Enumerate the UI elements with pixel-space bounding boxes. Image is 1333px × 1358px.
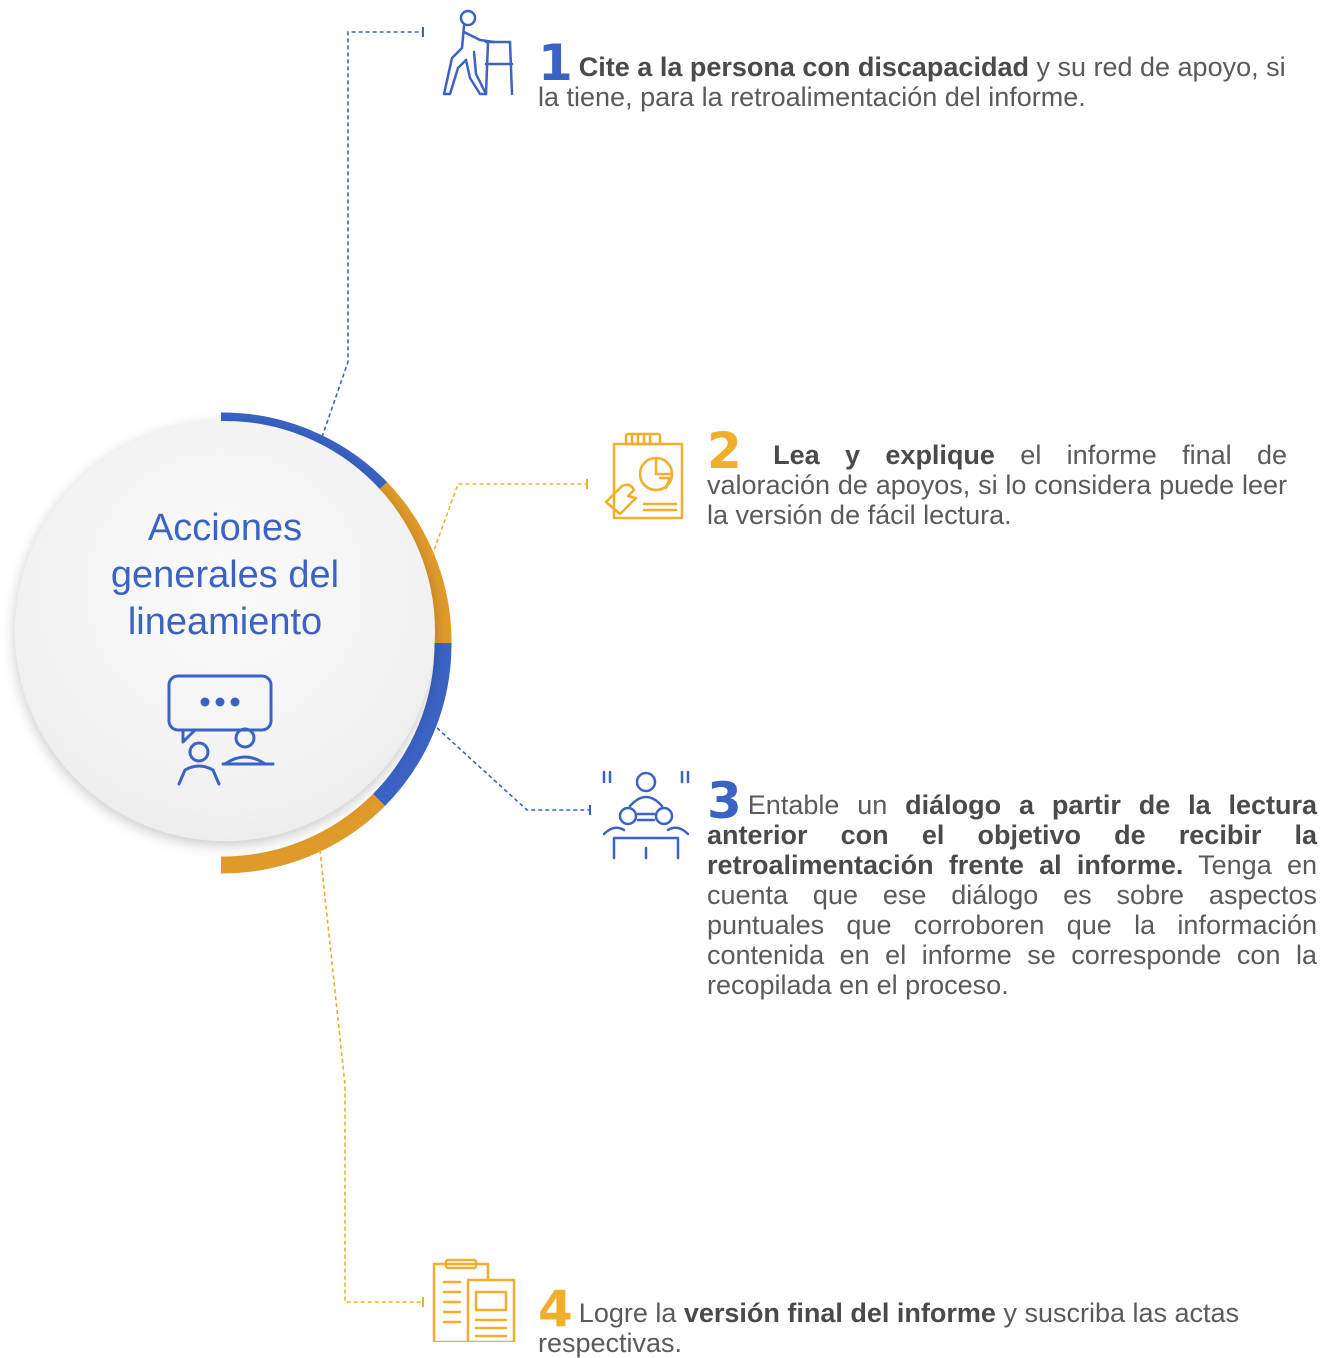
connector-4 xyxy=(319,849,423,1303)
documents-icon xyxy=(432,1258,516,1342)
step-2-text: 2 Lea y explique el informe final de val… xyxy=(707,426,1287,530)
step-2-lead xyxy=(748,440,773,470)
connector-3 xyxy=(436,727,590,811)
arc-segment-4 xyxy=(220,793,386,874)
step-4-lead: Logre la xyxy=(578,1298,684,1328)
step-2-number: 2 xyxy=(707,422,742,480)
hub-title: Acciones generales del lineamiento xyxy=(110,507,340,643)
hub-circle xyxy=(15,421,435,841)
report-chart-icon xyxy=(604,432,684,520)
connector-2 xyxy=(431,483,587,557)
connector-1 xyxy=(321,31,423,438)
step-4-bold: versión final del informe xyxy=(683,1298,996,1328)
step-3-lead: Entable un xyxy=(747,790,906,820)
step-3-bold: diálogo a partir de la lectura anterior … xyxy=(707,790,1317,880)
step-2-rest: el informe final de valoración de apoyos… xyxy=(707,440,1287,530)
step-1-bold: Cite a la persona con discapacidad xyxy=(578,52,1029,82)
arc-segment-2 xyxy=(374,482,452,644)
step-1-number: 1 xyxy=(538,34,573,92)
step-3-rest: Tenga en cuenta que ese diálogo es sobre… xyxy=(707,850,1317,1000)
person-walker-icon xyxy=(442,9,514,96)
arc-segment-3 xyxy=(372,642,452,806)
step-3-number: 3 xyxy=(707,772,742,830)
step-2-bold: Lea y explique xyxy=(773,440,995,470)
conversation-icon xyxy=(167,674,275,786)
step-1-rest: y su red de apoyo, si la tiene, para la … xyxy=(538,52,1286,112)
meeting-icon xyxy=(602,770,690,860)
step-4-number: 4 xyxy=(538,1280,573,1338)
